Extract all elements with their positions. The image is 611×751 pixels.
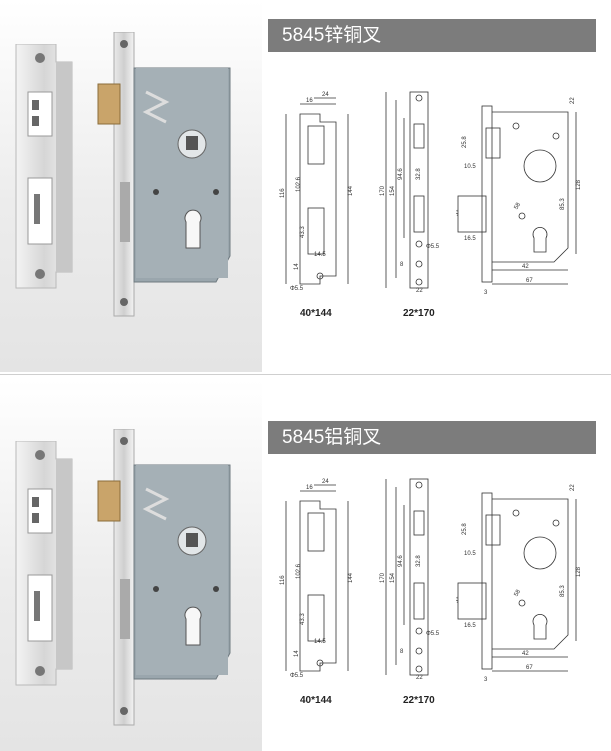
svg-text:14: 14 (294, 650, 300, 657)
lock-case-drawing: 22 25.8 10.5 31 16.5 128 85.3 42 67 58 3 (456, 97, 582, 296)
svg-text:24: 24 (322, 479, 329, 485)
svg-text:42: 42 (522, 651, 529, 657)
svg-text:14.5: 14.5 (314, 252, 326, 258)
strike-plate-size-label: 40*144 (300, 695, 332, 706)
strike-plate-drawing: 16 24 116 102.6 144 43.3 14 14.5 Φ5.5 (280, 92, 354, 292)
strike-plate-photo (15, 441, 73, 686)
svg-text:170: 170 (380, 572, 386, 583)
svg-text:154: 154 (390, 572, 396, 583)
svg-text:116: 116 (280, 188, 286, 198)
svg-text:25.8: 25.8 (462, 523, 468, 535)
svg-text:128: 128 (576, 179, 582, 190)
svg-text:16: 16 (306, 98, 313, 104)
svg-text:10.5: 10.5 (464, 164, 476, 170)
mortise-lock-photo (97, 429, 231, 726)
svg-text:3: 3 (484, 677, 488, 683)
svg-text:8: 8 (400, 262, 404, 268)
faceplate-drawing: 170 154 94.6 32.8 8 22 Φ5.5 (380, 478, 440, 681)
svg-text:144: 144 (348, 572, 354, 583)
faceplate-size-label: 22*170 (403, 308, 435, 319)
svg-text:102.6: 102.6 (296, 563, 302, 579)
faceplate-size-label: 22*170 (403, 695, 435, 706)
svg-text:14.5: 14.5 (314, 639, 326, 645)
svg-text:85.3: 85.3 (560, 585, 566, 597)
svg-text:Φ5.5: Φ5.5 (290, 286, 304, 292)
strike-plate-photo (15, 44, 73, 289)
product-title: 5845锌铜叉 (268, 19, 596, 52)
svg-text:3: 3 (484, 290, 488, 296)
svg-text:25.8: 25.8 (462, 136, 468, 148)
svg-text:8: 8 (400, 649, 404, 655)
svg-text:128: 128 (576, 566, 582, 577)
svg-text:32.8: 32.8 (416, 555, 422, 567)
svg-text:94.6: 94.6 (398, 555, 404, 567)
svg-text:67: 67 (526, 665, 533, 671)
svg-text:170: 170 (380, 185, 386, 196)
product-section-aluminum: 5845铝铜叉 16 24 116 102.6 144 43.3 14 14.5… (0, 379, 611, 751)
faceplate-drawing: 170 154 94.6 32.8 8 22 Φ5.5 (380, 91, 440, 294)
svg-text:58: 58 (514, 588, 523, 597)
svg-text:154: 154 (390, 185, 396, 196)
svg-text:67: 67 (526, 278, 533, 284)
svg-text:31: 31 (456, 209, 460, 216)
svg-text:14: 14 (294, 263, 300, 270)
mortise-lock-photo (97, 32, 231, 317)
svg-text:32.8: 32.8 (416, 168, 422, 180)
svg-text:102.6: 102.6 (296, 176, 302, 192)
svg-text:16: 16 (306, 485, 313, 491)
svg-text:24: 24 (322, 92, 329, 98)
lock-case-drawing: 22 25.8 10.5 31 16.5 128 85.3 42 67 58 3 (456, 484, 582, 683)
svg-text:16.5: 16.5 (464, 236, 476, 242)
strike-plate-size-label: 40*144 (300, 308, 332, 319)
svg-text:85.3: 85.3 (560, 198, 566, 210)
svg-text:22: 22 (416, 675, 423, 681)
svg-text:22: 22 (416, 288, 423, 294)
svg-text:94.6: 94.6 (398, 168, 404, 180)
svg-text:43.3: 43.3 (300, 226, 306, 238)
product-section-zinc: 5845锌铜叉 16 24 116 102.6 144 43.3 14 14.5… (0, 0, 611, 372)
product-title: 5845铝铜叉 (268, 421, 596, 454)
svg-text:144: 144 (348, 185, 354, 196)
svg-text:31: 31 (456, 596, 460, 603)
strike-plate-drawing: 16 24 116 102.6 144 43.3 14 14.5 Φ5.5 (280, 479, 354, 679)
svg-text:Φ5.5: Φ5.5 (290, 673, 304, 679)
svg-text:58: 58 (514, 201, 523, 210)
section-divider (0, 374, 611, 375)
svg-text:42: 42 (522, 264, 529, 270)
svg-text:43.3: 43.3 (300, 613, 306, 625)
svg-text:16.5: 16.5 (464, 623, 476, 629)
svg-text:116: 116 (280, 575, 286, 585)
svg-text:22: 22 (570, 484, 576, 491)
svg-text:Φ5.5: Φ5.5 (426, 631, 440, 637)
svg-text:22: 22 (570, 97, 576, 104)
svg-text:Φ5.5: Φ5.5 (426, 244, 440, 250)
svg-text:10.5: 10.5 (464, 551, 476, 557)
